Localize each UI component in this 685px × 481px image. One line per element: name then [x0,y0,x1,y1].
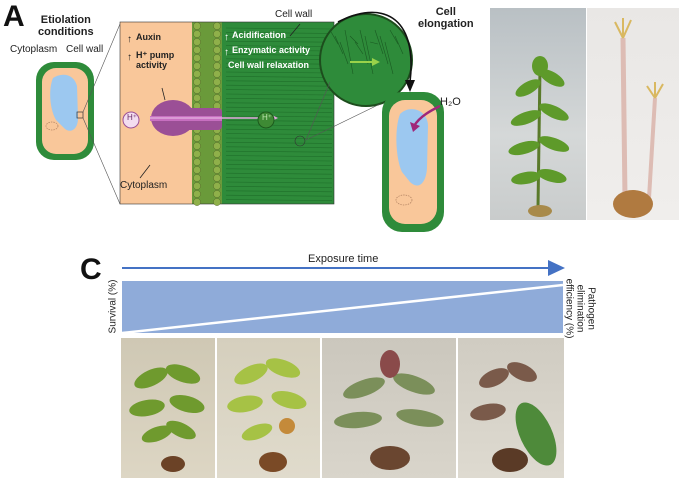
cell-elongation-label: Cell elongation [418,6,474,31]
svg-text:↑: ↑ [127,52,132,63]
hpump-label: H⁺ pump activity [136,50,175,70]
panel-c-photo-4 [458,338,564,478]
panel-b-photo-etiolated [587,8,679,220]
wall-zoom-circle [319,13,413,107]
small-cell [36,62,94,160]
cell-wall-left-label: Cell wall [66,44,104,55]
relaxation-label: Cell wall relaxation [228,60,310,70]
elongated-cell [382,92,444,232]
exposure-time-label: Exposure time [308,253,379,265]
h-plus-left: H⁺ [127,113,137,122]
h-plus-right: H⁺ [262,113,272,122]
enzymatic-label: Enzymatic activity [232,45,311,55]
cytoplasm-left-label: Cytoplasm [10,44,58,55]
auxin-label: Auxin [136,32,162,42]
h2o-label: H₂O [440,96,461,108]
etiolation-title: Etiolation conditions [38,14,94,39]
proton-pump [150,100,278,136]
cell-wall-fibers [225,27,333,201]
panel-c-photo-1 [121,338,215,478]
acidification-label: Acidification [232,30,287,40]
panel-b-photo-green [490,8,586,220]
svg-text:↑: ↑ [224,47,229,58]
panel-c-letter: C [80,253,102,286]
panel-c-photo-3 [322,338,456,478]
panel-c-photo-2 [217,338,320,478]
svg-text:↑: ↑ [127,34,132,45]
panel-a-letter: A [3,0,25,33]
svg-text:↑: ↑ [224,32,229,43]
survival-label: Survival (%) [107,279,119,334]
cytoplasm-bottom-label: Cytoplasm [120,180,168,191]
cell-wall-top-label: Cell wall [275,9,313,20]
pathogen-label: Pathogen elimination efficiency (%) [563,278,597,339]
panel-a-diagram: ↑ ↑ ↑ ↑ [36,11,444,232]
